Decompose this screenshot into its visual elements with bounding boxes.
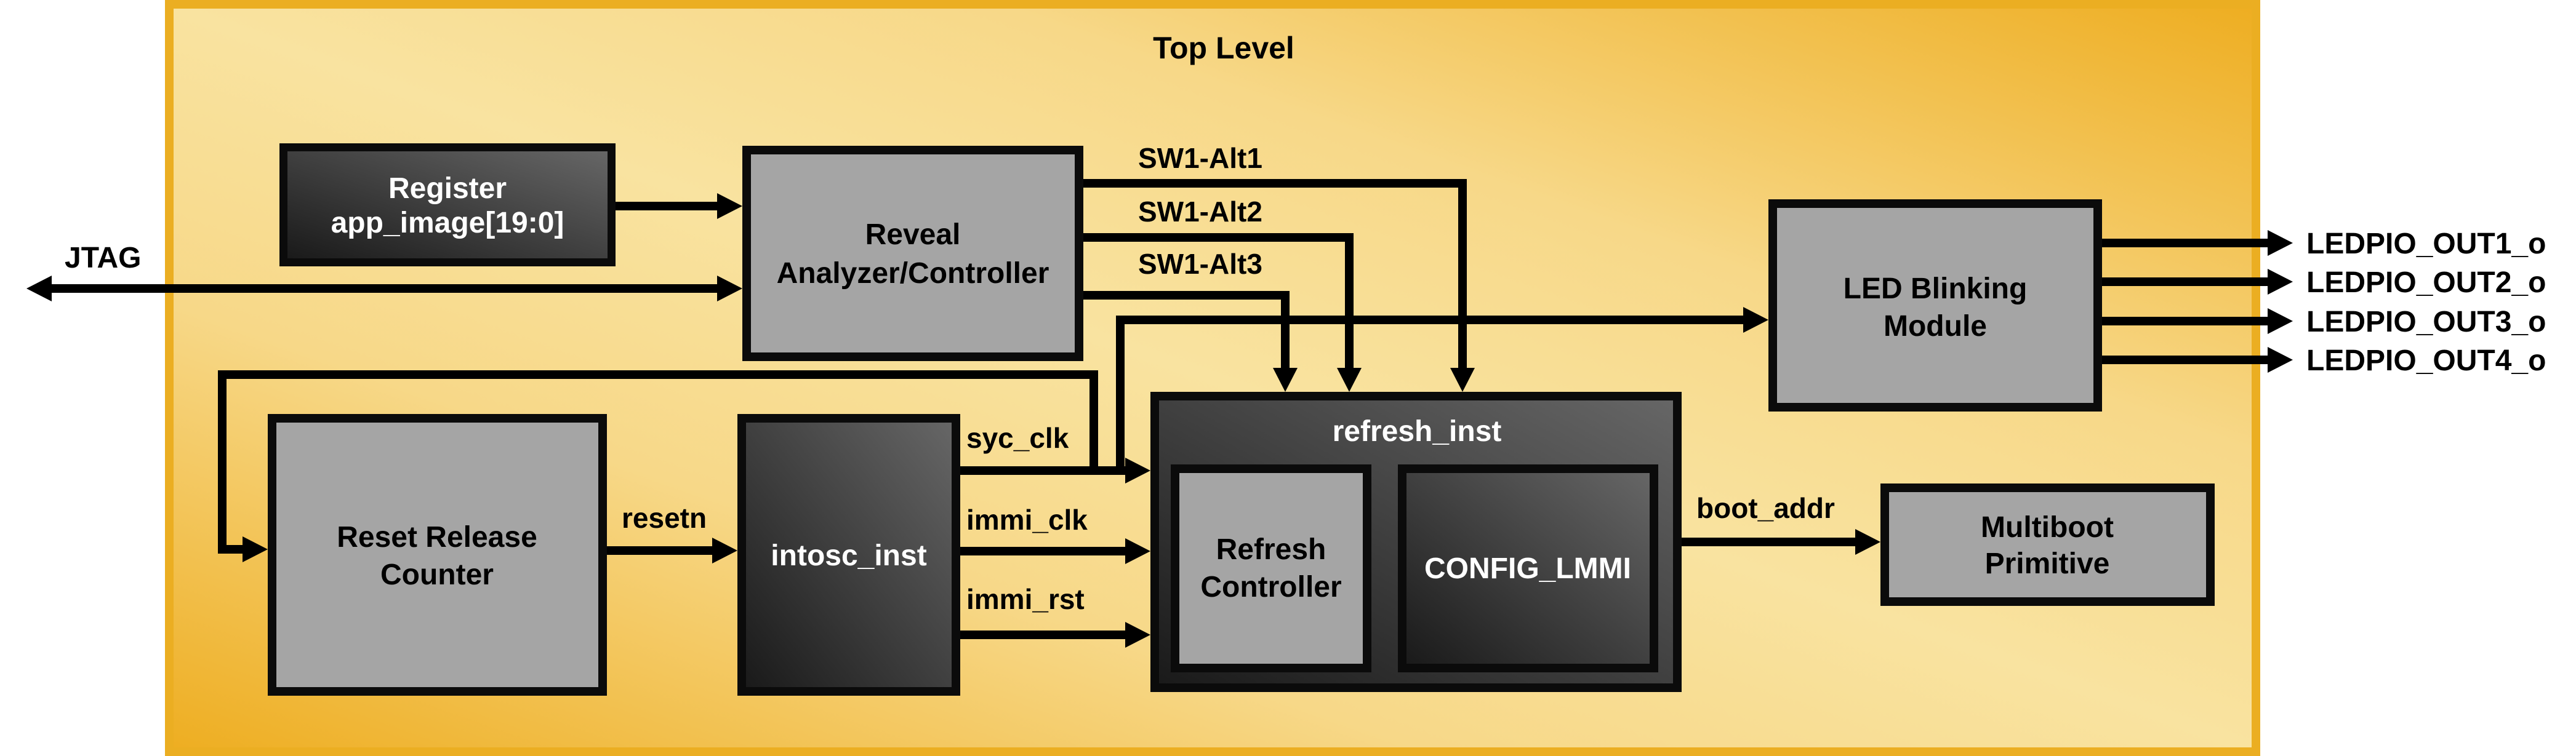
sw1-alt1-wire	[1083, 179, 1475, 392]
reset-label-line2: Counter	[380, 559, 494, 591]
intosc-label: intosc_inst	[771, 539, 926, 572]
arrow-right-icon	[2268, 230, 2293, 256]
clk-to-reset-loop-wire	[218, 370, 1098, 562]
arrow-right-icon	[1125, 538, 1150, 564]
wires	[26, 179, 2293, 648]
syc-clk-wire	[960, 458, 1150, 483]
led-output-1-label: LEDPIO_OUT1_o	[2306, 228, 2546, 260]
arrow-right-icon	[1125, 622, 1150, 648]
config-lmmi-label: CONFIG_LMMI	[1424, 552, 1631, 585]
reset-release-counter-block[interactable]: Reset Release Counter	[268, 414, 607, 696]
arrow-left-icon	[26, 276, 52, 301]
arrow-right-icon	[243, 536, 268, 562]
arrow-right-icon	[717, 193, 742, 219]
multiboot-label-line1: Multiboot	[1981, 511, 2114, 544]
led-label-line1: LED Blinking	[1844, 273, 2028, 305]
refresh-controller-label-line2: Controller	[1200, 571, 1341, 603]
arrow-down-icon	[1273, 368, 1298, 392]
reset-label-line1: Reset Release	[337, 521, 537, 554]
led-output-2-label: LEDPIO_OUT2_o	[2306, 266, 2546, 299]
refresh-controller-block[interactable]: Refresh Controller	[1171, 464, 1371, 672]
arrow-right-icon	[2268, 269, 2293, 295]
reveal-analyzer-block[interactable]: Reveal Analyzer/Controller	[742, 146, 1083, 361]
led-output-3-label: LEDPIO_OUT3_o	[2306, 306, 2546, 338]
immi-rst-wire	[960, 622, 1150, 648]
arrow-right-icon	[2268, 347, 2293, 373]
register-label-line2: app_image[19:0]	[331, 207, 564, 239]
jtag-label: JTAG	[65, 242, 141, 274]
multiboot-label-line2: Primitive	[1985, 547, 2110, 580]
reveal-label-line1: Reveal	[865, 218, 961, 251]
led-output-wires	[2102, 230, 2293, 373]
intosc-inst-block[interactable]: intosc_inst	[737, 414, 960, 696]
arrow-right-icon	[1743, 307, 1768, 333]
refresh-controller-label-line1: Refresh	[1216, 533, 1326, 566]
boot-addr-wire	[1682, 529, 1880, 555]
refresh-inst-block[interactable]: refresh_inst Refresh Controller CONFIG_L…	[1150, 392, 1682, 692]
sw1-alt2-wire	[1083, 233, 1362, 392]
multiboot-primitive-block[interactable]: Multiboot Primitive	[1880, 483, 2215, 606]
arrow-right-icon	[712, 538, 737, 563]
arrow-right-icon	[1125, 458, 1150, 483]
arrow-right-icon	[1855, 529, 1880, 555]
frame-title: Top Level	[1153, 31, 1294, 65]
config-lmmi-block[interactable]: CONFIG_LMMI	[1398, 464, 1658, 672]
boot-addr-label: boot_addr	[1696, 492, 1835, 524]
sw1-alt3-wire	[1083, 291, 1298, 392]
jtag-wire	[26, 276, 742, 301]
signal-labels: JTAG SW1-Alt1 SW1-Alt2 SW1-Alt3 resetn s…	[65, 142, 2546, 615]
sw1-alt1-label: SW1-Alt1	[1138, 142, 1262, 174]
arrow-down-icon	[1450, 368, 1475, 392]
resetn-wire	[607, 538, 737, 563]
reveal-label-line2: Analyzer/Controller	[777, 257, 1049, 290]
led-blinking-block[interactable]: LED Blinking Module	[1768, 199, 2102, 412]
register-label-line1: Register	[388, 172, 507, 205]
immi-rst-label: immi_rst	[966, 583, 1085, 615]
sw1-alt2-label: SW1-Alt2	[1138, 196, 1262, 228]
sw1-alt3-label: SW1-Alt3	[1138, 248, 1262, 280]
register-to-reveal-wire	[616, 193, 742, 219]
immi-clk-wire	[960, 538, 1150, 564]
register-block[interactable]: Register app_image[19:0]	[279, 143, 616, 266]
arrow-down-icon	[1337, 368, 1362, 392]
refresh-inst-title: refresh_inst	[1333, 415, 1502, 448]
resetn-label: resetn	[622, 502, 707, 534]
arrow-right-icon	[717, 276, 742, 301]
immi-clk-label: immi_clk	[966, 504, 1088, 536]
led-output-4-label: LEDPIO_OUT4_o	[2306, 344, 2546, 377]
syc-clk-label: syc_clk	[966, 422, 1069, 454]
led-label-line2: Module	[1884, 310, 1987, 343]
clk-to-led-wire	[1116, 307, 1768, 471]
arrow-right-icon	[2268, 308, 2293, 334]
